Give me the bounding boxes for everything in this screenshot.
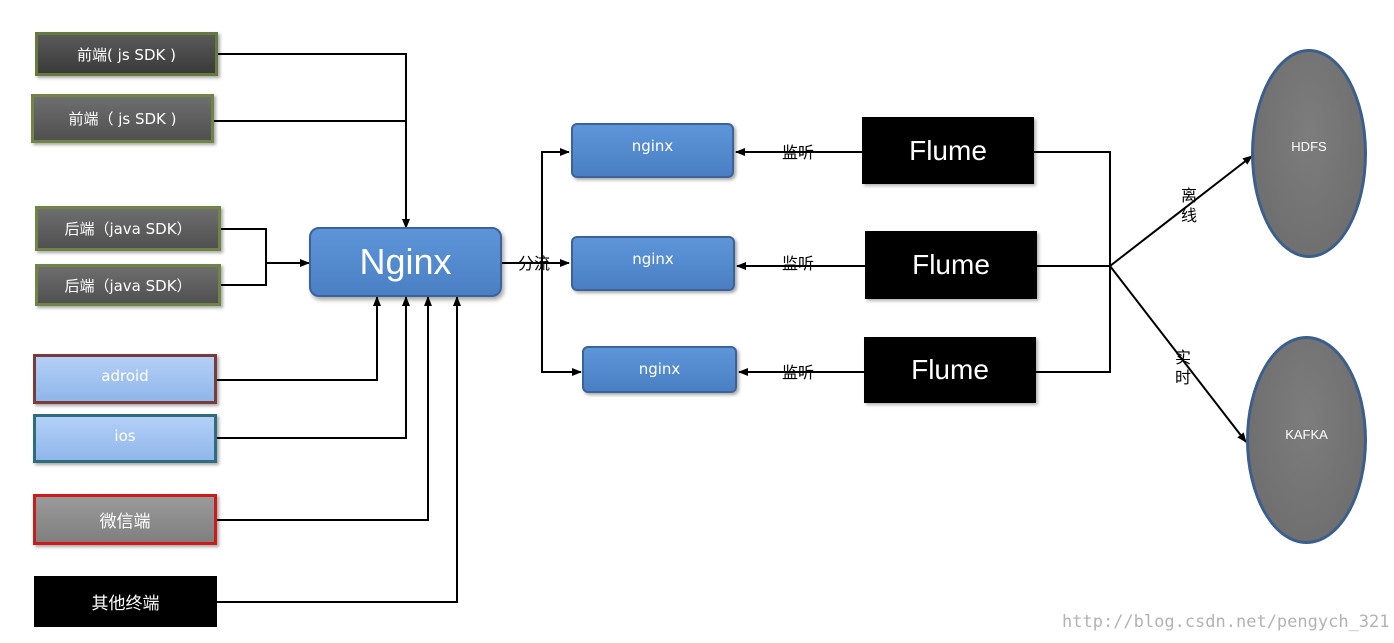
- source-android: adroid: [33, 354, 217, 404]
- source-frontend-js-sdk-2: 前端（ js SDK ): [31, 94, 214, 143]
- flume-collector-3: Flume: [864, 337, 1036, 403]
- source-wechat: 微信端: [33, 494, 217, 545]
- kafka-label: KAFKA: [1285, 427, 1328, 442]
- connector-wechat: [217, 296, 432, 521]
- connector-split-bottom: [541, 263, 582, 376]
- hdfs-label: HDFS: [1291, 139, 1327, 154]
- flume-collector-1: Flume: [862, 117, 1034, 184]
- source-backend-java-sdk-1: 后端（java SDK）: [35, 206, 221, 251]
- listen-label-3: 监听: [782, 363, 815, 382]
- connector-split-top: [541, 148, 570, 263]
- source-ios: ios: [33, 414, 217, 463]
- connector-flume-out: [1034, 151, 1111, 373]
- connector-ios: [217, 296, 410, 439]
- nginx-hub: Nginx: [309, 227, 502, 297]
- connector-frontend-1: [218, 53, 410, 229]
- nginx-node-1: nginx: [571, 123, 734, 178]
- connector-realtime: [1109, 265, 1247, 443]
- offline-label: 离线: [1180, 186, 1197, 225]
- kafka-store: KAFKA: [1246, 336, 1367, 544]
- connector-other: [217, 296, 461, 603]
- split-label: 分流: [518, 254, 551, 273]
- nginx-node-2: nginx: [571, 236, 735, 291]
- connector-android: [217, 296, 381, 381]
- watermark: http://blog.csdn.net/pengych_321: [1062, 612, 1390, 632]
- hdfs-store: HDFS: [1251, 49, 1367, 258]
- connector-offline: [1109, 155, 1253, 267]
- flume-collector-2: Flume: [865, 231, 1037, 299]
- listen-label-1: 监听: [782, 143, 815, 162]
- source-backend-java-sdk-2: 后端（java SDK）: [35, 264, 221, 306]
- realtime-label: 实时: [1174, 348, 1191, 387]
- connector-backend-1: [221, 228, 267, 286]
- source-other-terminals: 其他终端: [34, 576, 217, 627]
- nginx-node-3: nginx: [582, 346, 737, 393]
- listen-label-2: 监听: [782, 254, 815, 273]
- source-frontend-js-sdk-1: 前端( js SDK ): [35, 32, 218, 76]
